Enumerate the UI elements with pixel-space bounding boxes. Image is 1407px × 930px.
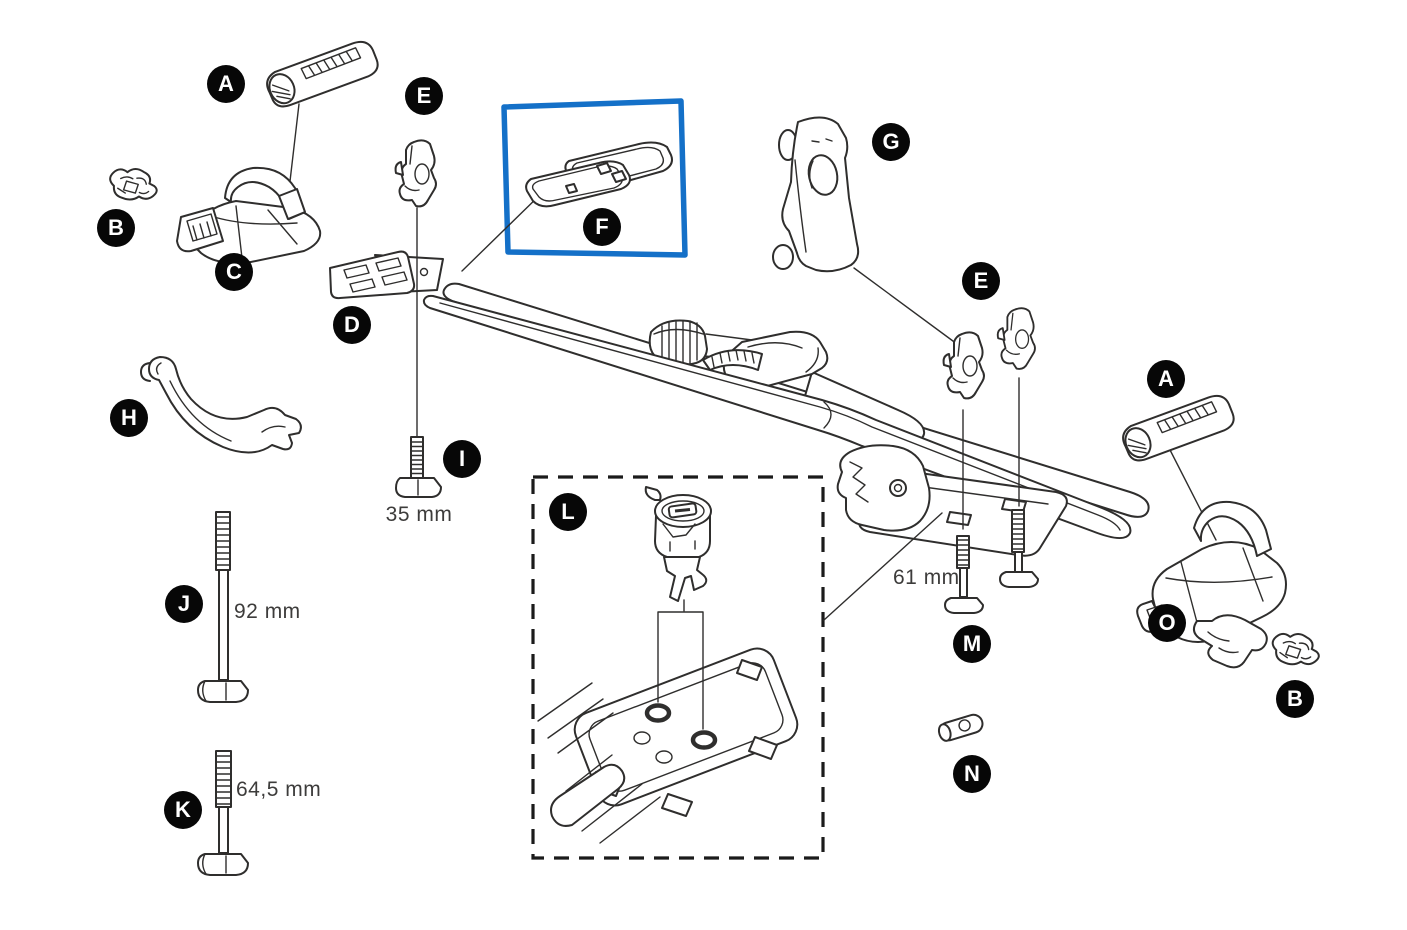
part-a-soft-pad-left bbox=[260, 37, 384, 111]
badge-h: H bbox=[110, 399, 148, 437]
part-k-bolt-64mm bbox=[197, 750, 249, 876]
badge-f: F bbox=[583, 208, 621, 246]
part-i-bolt-35mm bbox=[395, 436, 442, 498]
badge-a-left: A bbox=[207, 65, 245, 103]
badge-b-right: B bbox=[1276, 680, 1314, 718]
part-g-tension-lever bbox=[772, 116, 860, 273]
assembly-axis-lines bbox=[416, 207, 1020, 530]
label-bolt-j-length: 92 mm bbox=[234, 600, 301, 623]
part-c-frame-holder-body bbox=[176, 166, 322, 265]
badge-a-right: A bbox=[1147, 360, 1185, 398]
part-j-bolt-92mm bbox=[197, 511, 249, 703]
badge-n: N bbox=[953, 755, 991, 793]
highlight-box-f bbox=[501, 98, 688, 258]
part-a-soft-pad-right bbox=[1116, 391, 1240, 465]
part-m-bolts-61mm bbox=[944, 509, 1039, 614]
badge-i: I bbox=[443, 440, 481, 478]
label-bolt-k-length: 64,5 mm bbox=[236, 778, 322, 801]
part-o-frame-holder-body-right bbox=[1136, 500, 1287, 669]
badge-e-left: E bbox=[405, 77, 443, 115]
badge-m: M bbox=[953, 625, 991, 663]
badge-l: L bbox=[549, 493, 587, 531]
label-bolt-m-length: 61 mm bbox=[893, 566, 960, 589]
badge-o: O bbox=[1148, 604, 1186, 642]
badge-j: J bbox=[165, 585, 203, 623]
label-bolt-i-length: 35 mm bbox=[385, 503, 453, 526]
badge-g: G bbox=[872, 123, 910, 161]
frame-holder-arm bbox=[648, 319, 926, 443]
part-b-strap-buckle-right bbox=[1269, 629, 1323, 669]
part-l-lock-cylinder-detail bbox=[537, 486, 799, 844]
badge-d: D bbox=[333, 306, 371, 344]
part-h-wheel-strap-hook bbox=[140, 356, 302, 454]
part-b-strap-buckle-left bbox=[107, 165, 160, 204]
detail-box-l bbox=[531, 475, 825, 860]
part-f-frame-adapter bbox=[525, 141, 673, 208]
part-e-clamp-claw-right-b bbox=[996, 307, 1036, 370]
part-n-cylinder-pin bbox=[937, 713, 984, 742]
badge-k: K bbox=[164, 791, 202, 829]
badge-e-right: E bbox=[962, 262, 1000, 300]
badge-c: C bbox=[215, 253, 253, 291]
part-e-clamp-claw-right-a bbox=[942, 331, 985, 400]
badge-b-left: B bbox=[97, 209, 135, 247]
part-d-adapter-plate bbox=[329, 250, 444, 300]
part-e-clamp-claw-left bbox=[394, 139, 437, 208]
